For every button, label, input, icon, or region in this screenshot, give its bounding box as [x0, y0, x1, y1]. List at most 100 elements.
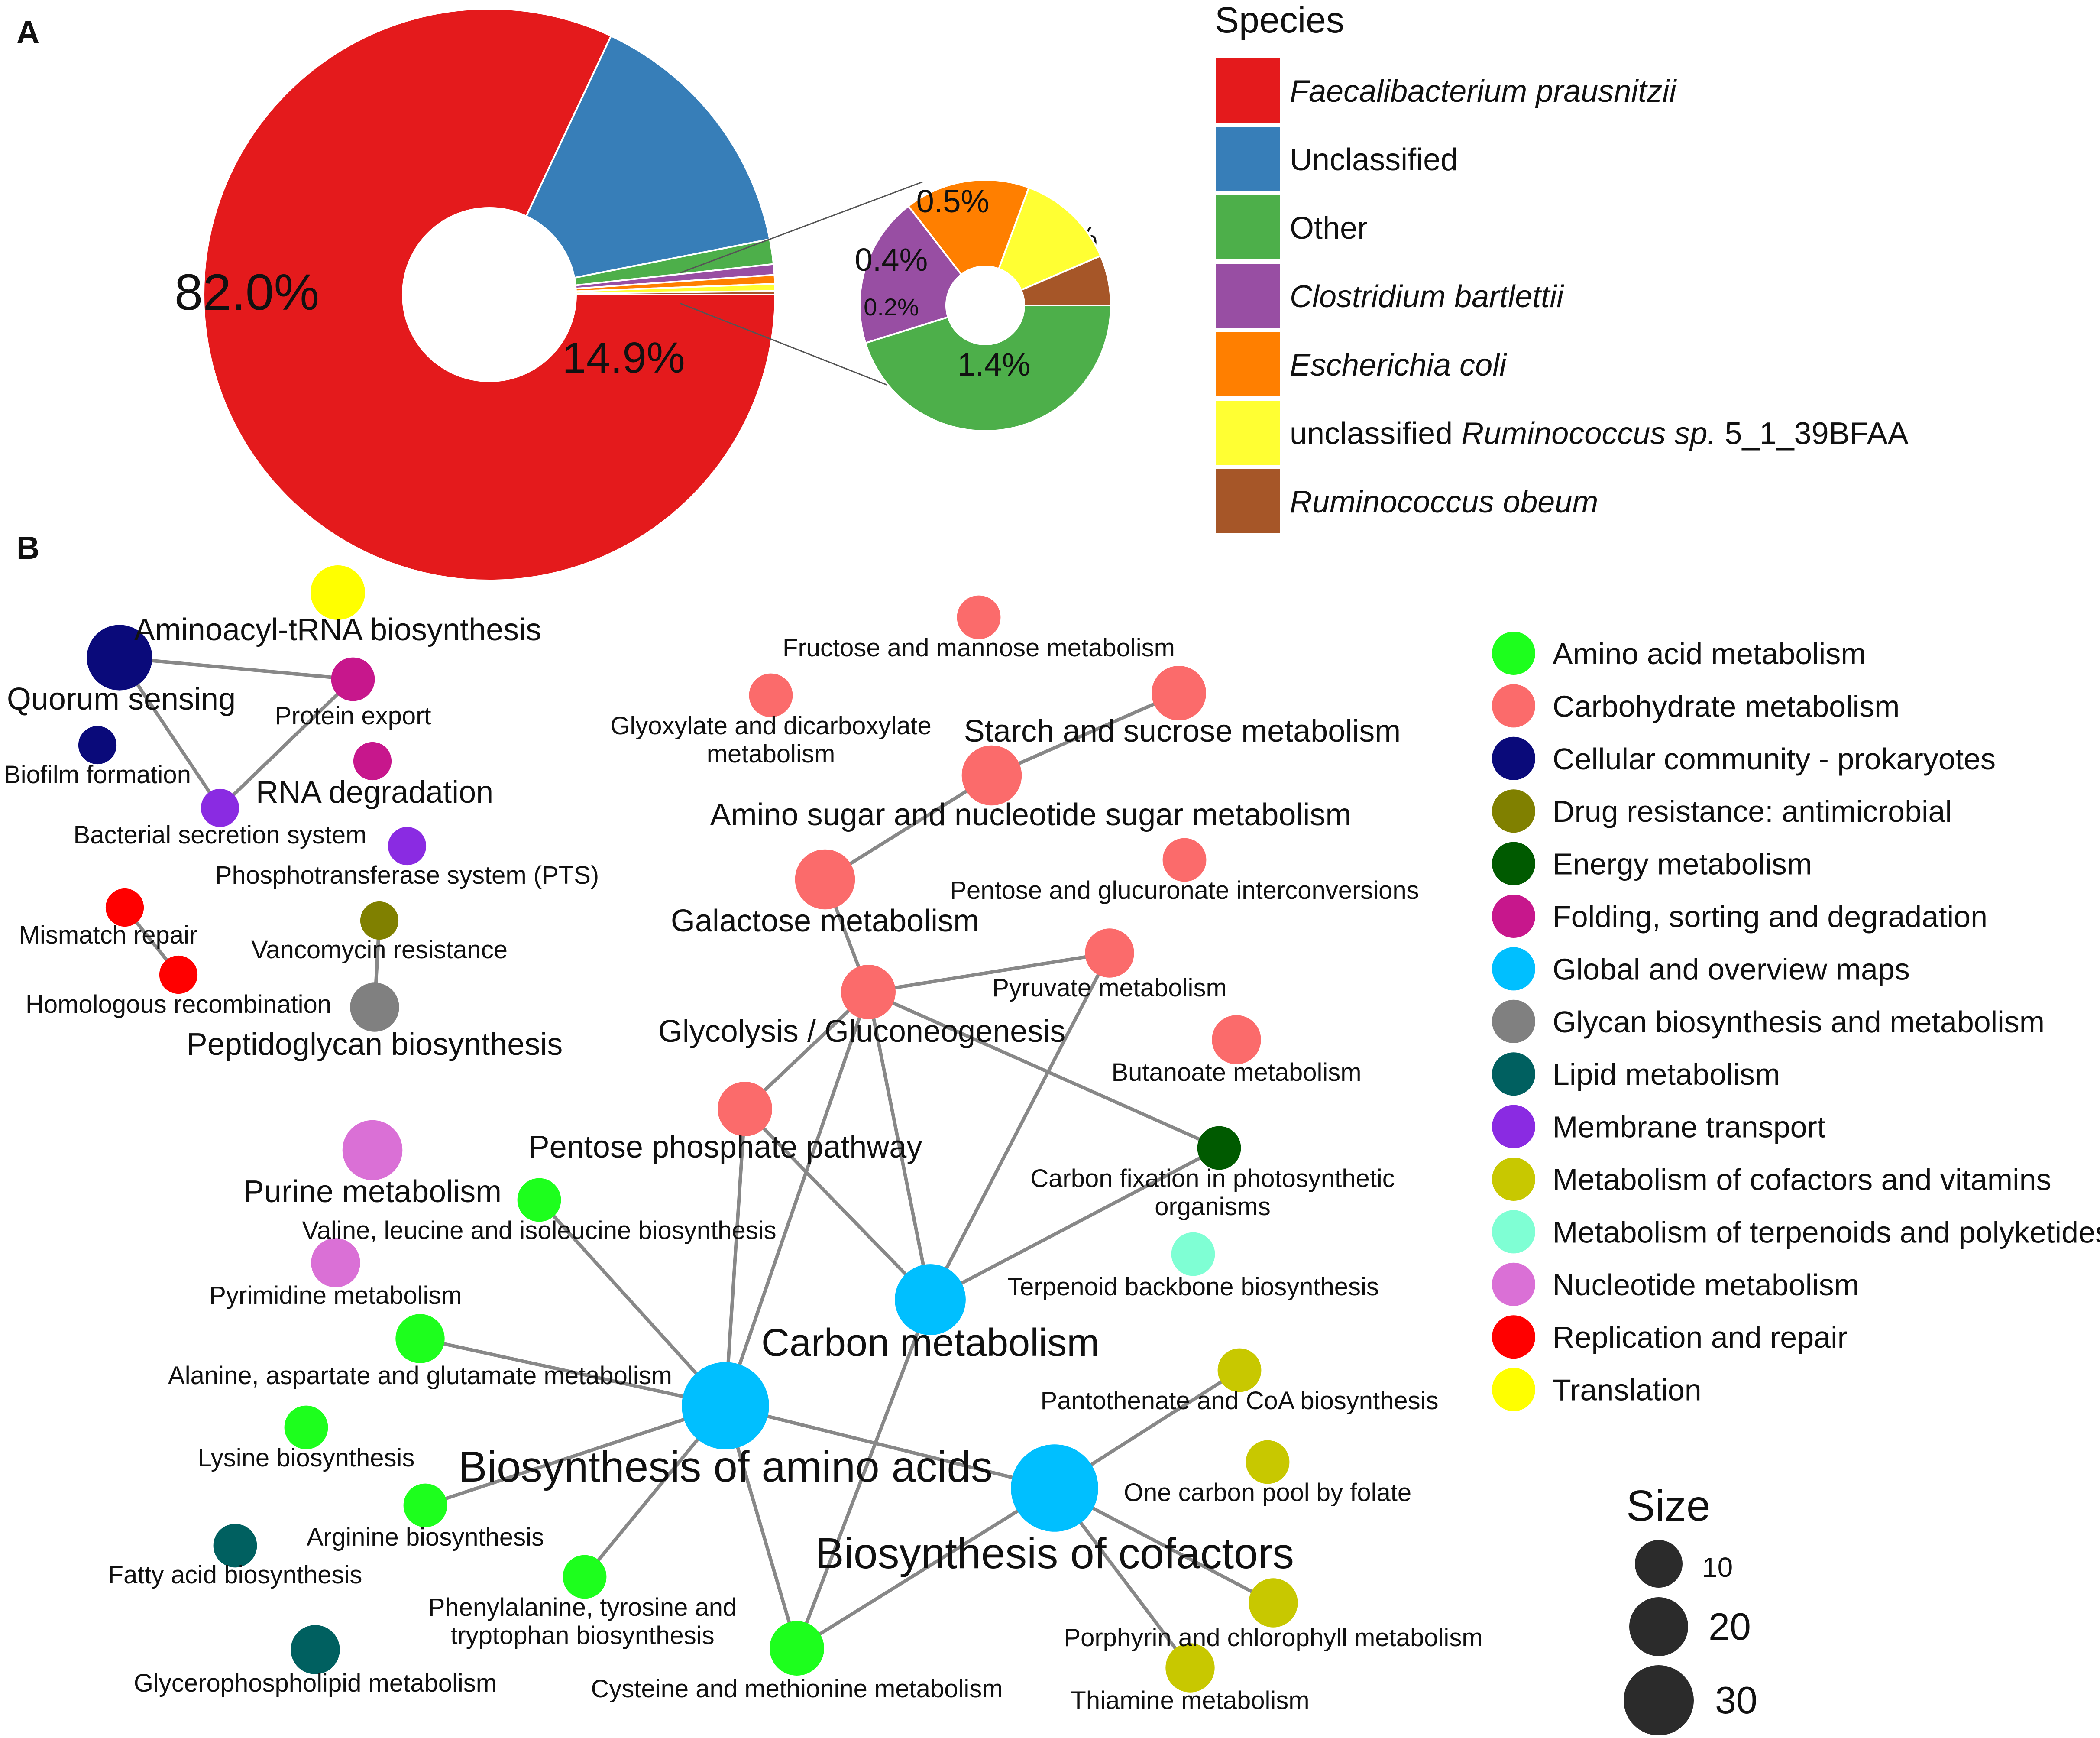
network-edge — [929, 1146, 1220, 1301]
network-edge — [744, 1108, 932, 1301]
panel-a-letter: A — [16, 14, 39, 50]
category-legend-label: Drug resistance: antimicrobial — [1553, 794, 1952, 828]
species-legend-swatch — [1216, 401, 1280, 465]
node-label: Amino sugar and nucleotide sugar metabol… — [710, 798, 1352, 832]
node-carbon-metabolism — [895, 1264, 966, 1335]
node-label: Vancomycin resistance — [251, 936, 508, 964]
node-fatty-acid-biosynthesis — [213, 1524, 257, 1568]
category-legend-label: Lipid metabolism — [1553, 1057, 1780, 1091]
node-arginine-biosynthesis — [403, 1483, 447, 1527]
category-legend-label: Translation — [1553, 1373, 1702, 1407]
node-biosynthesis-of-cofactors — [1011, 1444, 1098, 1532]
category-legend-label: Folding, sorting and degradation — [1553, 900, 1987, 934]
category-legend-dot — [1492, 1210, 1535, 1254]
node-purine-metabolism — [342, 1120, 403, 1180]
node-label: Pantothenate and CoA biosynthesis — [1041, 1387, 1439, 1415]
node-label: Thiamine metabolism — [1071, 1686, 1309, 1715]
node-label: Arginine biosynthesis — [307, 1523, 544, 1551]
network-edge — [868, 951, 1110, 994]
node-peptidoglycan-biosynthesis — [350, 982, 399, 1032]
node-starch-and-sucrose-metabolism — [1152, 666, 1206, 720]
category-legend-label: Metabolism of terpenoids and polyketides — [1553, 1215, 2100, 1249]
size-legend-value: 20 — [1708, 1605, 1751, 1648]
node-label: Purine metabolism — [243, 1174, 502, 1209]
node-label: Cysteine and methionine metabolism — [591, 1675, 1003, 1703]
node-label: Peptidoglycan biosynthesis — [187, 1027, 563, 1062]
node-butanoate-metabolism — [1212, 1015, 1261, 1064]
category-legend-label: Nucleotide metabolism — [1553, 1268, 1859, 1302]
network-edge — [538, 1199, 727, 1407]
size-legend-title: Size — [1626, 1482, 1711, 1530]
breakdown-slice-label: 1.4% — [958, 347, 1031, 383]
breakdown-slice-ruminococcus-obeum — [1020, 255, 1112, 306]
node-label: Aminoacyl-tRNA biosynthesis — [134, 613, 541, 647]
species-legend-swatch — [1216, 469, 1280, 533]
node-homologous-recombination — [159, 955, 198, 994]
category-legend-dot — [1492, 1052, 1535, 1096]
network-edge — [795, 1299, 932, 1649]
species-legend-label: Other — [1290, 211, 1368, 246]
size-legend-value: 10 — [1702, 1552, 1733, 1583]
breakdown-slice-clostridium-bartlettii — [859, 204, 963, 344]
node-label: Fatty acid biosynthesis — [108, 1561, 362, 1589]
network-edge — [824, 774, 993, 881]
breakdown-slice-label: 0.4% — [855, 242, 928, 278]
network-edge — [420, 1337, 726, 1407]
category-legend-dot — [1492, 842, 1535, 885]
node-label: RNA degradation — [256, 775, 493, 810]
node-glyoxylate-and-dicarboxylate-metabolism — [749, 673, 793, 717]
node-rna-degradation — [353, 742, 392, 781]
node-pyrimidine-metabolism — [311, 1238, 360, 1287]
node-pentose-and-glucuronate-interconversions — [1162, 838, 1207, 882]
node-quorum-sensing — [87, 625, 152, 691]
node-label: Biosynthesis of amino acids — [458, 1443, 993, 1491]
category-legend-dot — [1492, 999, 1535, 1043]
species-legend-swatch — [1216, 264, 1280, 328]
network-edge — [119, 656, 353, 681]
node-label: One carbon pool by folate — [1124, 1479, 1411, 1507]
node-galactose-metabolism — [795, 849, 855, 910]
node-carbon-fixation-in-photosynthetic-organisms — [1197, 1126, 1241, 1170]
node-label: Terpenoid backbone biosynthesis — [1007, 1273, 1379, 1301]
breakdown-slice-label: 0.5% — [916, 183, 990, 219]
node-label: Phosphotransferase system (PTS) — [215, 861, 599, 889]
node-biofilm-formation — [78, 726, 117, 765]
network-edge — [725, 1404, 1055, 1490]
connector-line-top — [680, 181, 923, 274]
node-bacterial-secretion-system — [201, 788, 239, 827]
node-pantothenate-and-coa-biosynthesis — [1217, 1348, 1262, 1392]
node-label: Pentose phosphate pathway — [529, 1130, 922, 1164]
species-legend-swatch — [1216, 332, 1280, 396]
species-legend-swatch — [1216, 195, 1280, 259]
node-phenylalanine-tyrosine-and-tryptophan-biosynthesis — [563, 1555, 607, 1599]
breakdown-slice-label: 0.2% — [864, 293, 919, 321]
node-label: Mismatch repair — [19, 921, 198, 949]
network-edge — [991, 691, 1180, 777]
node-one-carbon-pool-by-folate — [1246, 1440, 1290, 1484]
category-legend-label: Cellular community - prokaryotes — [1553, 742, 1996, 776]
breakdown-slice-unclassified-ruminococcus-sp-5-1-39bfaa — [997, 186, 1102, 292]
network-edge — [219, 678, 354, 809]
node-label: Pentose and glucuronate interconversions — [950, 876, 1419, 905]
node-label: Butanoate metabolism — [1111, 1058, 1361, 1086]
node-valine-leucine-and-isoleucine-biosynthesis — [517, 1178, 561, 1222]
category-legend-dot — [1492, 684, 1535, 728]
species-legend-label: Faecalibacterium prausnitzii — [1290, 74, 1677, 109]
network-nodes — [78, 565, 1298, 1693]
node-label: Biofilm formation — [4, 761, 191, 789]
size-legend-circle — [1629, 1597, 1688, 1656]
species-legend-label: unclassified Ruminococcus sp. 5_1_39BFAA — [1290, 416, 1909, 451]
species-legend: Species Faecalibacterium prausnitziiUncl… — [1215, 0, 1909, 533]
node-alanine-aspartate-and-glutamate-metabolism — [395, 1314, 445, 1363]
node-label: Valine, leucine and isoleucine biosynthe… — [302, 1216, 776, 1245]
category-legend-label: Global and overview maps — [1553, 952, 1910, 986]
main-slice-label: 82.0% — [175, 264, 320, 321]
node-thiamine-metabolism — [1165, 1643, 1215, 1693]
category-legend-dot — [1492, 1315, 1535, 1359]
panel-b-letter: B — [16, 530, 39, 566]
